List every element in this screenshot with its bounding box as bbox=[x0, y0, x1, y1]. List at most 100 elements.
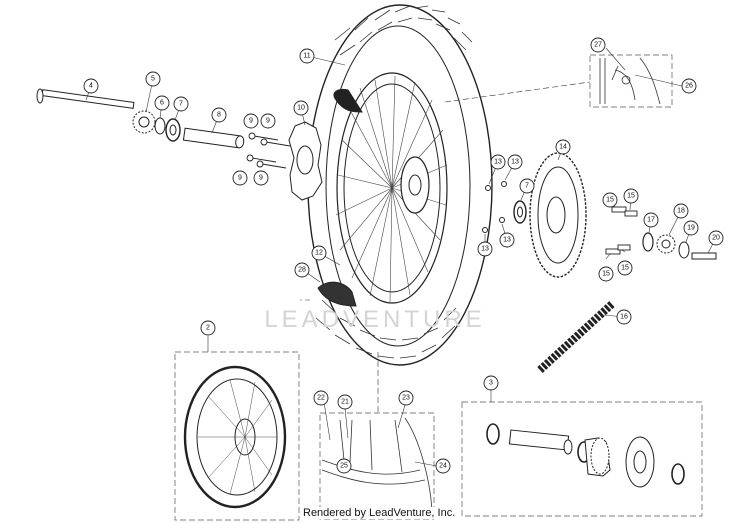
tire-tread-inner bbox=[325, 25, 471, 347]
callout-number: 17 bbox=[647, 217, 655, 224]
callout-24: 24 bbox=[435, 458, 451, 474]
callout-circle bbox=[683, 220, 699, 236]
callout-circle bbox=[477, 241, 493, 257]
callout-21: 21 bbox=[337, 394, 353, 410]
callout-circle bbox=[200, 320, 216, 336]
callout-number: 13 bbox=[503, 237, 511, 244]
callout-circle bbox=[336, 458, 352, 474]
callout-circle bbox=[83, 78, 99, 94]
callout-circle bbox=[623, 188, 639, 204]
callout-number: 15 bbox=[606, 197, 614, 204]
right-parts bbox=[482, 152, 717, 373]
callout-15: 15 bbox=[602, 192, 618, 208]
callout-number: 13 bbox=[511, 159, 519, 166]
callout-circle bbox=[681, 78, 697, 94]
callout-circle bbox=[590, 37, 606, 53]
callout-circle bbox=[507, 154, 523, 170]
callout-circle bbox=[337, 394, 353, 410]
inset-valve-detail bbox=[589, 47, 683, 108]
callout-circle bbox=[145, 71, 161, 87]
callout-10: 10 bbox=[293, 100, 309, 116]
callout-number: 15 bbox=[621, 265, 629, 272]
callout-circle bbox=[253, 170, 269, 186]
callout-11: 11 bbox=[299, 48, 315, 64]
main-wheel-assembly bbox=[307, 4, 493, 366]
callout-number: 27 bbox=[594, 42, 602, 49]
callout-number: 7 bbox=[179, 101, 183, 108]
callout-circle bbox=[519, 178, 535, 194]
callout-number: 9 bbox=[259, 175, 263, 182]
callout-26: 26 bbox=[681, 78, 697, 94]
callout-circle bbox=[602, 192, 618, 208]
callout-7: 7 bbox=[173, 96, 189, 112]
callout-19: 19 bbox=[683, 220, 699, 236]
callout-circle bbox=[293, 100, 309, 116]
callout-circle bbox=[313, 390, 329, 406]
callout-27: 27 bbox=[590, 37, 606, 53]
inset-hub-detail bbox=[461, 390, 703, 517]
callout-number: 21 bbox=[341, 399, 349, 406]
inset-complete-wheel bbox=[174, 336, 300, 521]
callout-number: 19 bbox=[687, 225, 695, 232]
callout-number: 3 bbox=[489, 380, 493, 387]
callout-circle bbox=[598, 266, 614, 282]
tube-cutaway-top bbox=[333, 89, 363, 113]
hub bbox=[400, 156, 430, 214]
part-16-chain bbox=[537, 301, 615, 373]
part-15-bolts bbox=[605, 206, 638, 255]
rim-inner bbox=[343, 83, 441, 293]
callout-number: 23 bbox=[402, 395, 410, 402]
callout-circle bbox=[173, 96, 189, 112]
callout-number: 11 bbox=[303, 53, 310, 60]
callout-number: 24 bbox=[439, 463, 447, 470]
callout-number: 13 bbox=[481, 246, 489, 253]
axle-parts bbox=[36, 88, 323, 201]
callout-number: 6 bbox=[160, 100, 164, 107]
callout-7: 7 bbox=[519, 178, 535, 194]
callout-number: 5 bbox=[151, 76, 155, 83]
callout-number: 2 bbox=[206, 325, 210, 332]
callout-number: 16 bbox=[620, 314, 628, 321]
callout-18: 18 bbox=[673, 203, 689, 219]
callout-25: 25 bbox=[336, 458, 352, 474]
rim-outer bbox=[336, 72, 448, 304]
callout-number: 10 bbox=[297, 105, 305, 112]
callout-number: 15 bbox=[627, 193, 635, 200]
callout-circle bbox=[483, 375, 499, 391]
callout-circle bbox=[232, 170, 248, 186]
callout-15: 15 bbox=[598, 266, 614, 282]
callout-circle bbox=[616, 309, 632, 325]
tire-tread-pattern bbox=[315, 5, 473, 359]
callout-13: 13 bbox=[490, 154, 506, 170]
callout-circle bbox=[435, 458, 451, 474]
callout-22: 22 bbox=[313, 390, 329, 406]
callout-13: 13 bbox=[499, 232, 515, 248]
callout-6: 6 bbox=[154, 95, 170, 111]
callout-circle bbox=[398, 390, 414, 406]
callout-circle bbox=[294, 262, 310, 278]
callout-number: 28 bbox=[298, 267, 306, 274]
callout-circle bbox=[311, 245, 327, 261]
callout-3: 3 bbox=[483, 375, 499, 391]
callout-2: 2 bbox=[200, 320, 216, 336]
callout-15: 15 bbox=[623, 188, 639, 204]
callout-number: 13 bbox=[494, 159, 502, 166]
callout-number: 9 bbox=[238, 175, 242, 182]
callout-number: 12 bbox=[315, 250, 323, 257]
callout-circle bbox=[499, 232, 515, 248]
callout-number: 8 bbox=[217, 112, 221, 119]
callout-9: 9 bbox=[260, 113, 276, 129]
callout-circle bbox=[154, 95, 170, 111]
callout-circle bbox=[643, 212, 659, 228]
callout-number: 14 bbox=[559, 144, 567, 151]
callout-circle bbox=[673, 203, 689, 219]
callout-circle bbox=[260, 113, 276, 129]
callout-13: 13 bbox=[507, 154, 523, 170]
callout-circle bbox=[211, 107, 227, 123]
callout-17: 17 bbox=[643, 212, 659, 228]
callout-12: 12 bbox=[311, 245, 327, 261]
part-9-bolts bbox=[246, 132, 291, 169]
callout-number: 9 bbox=[266, 118, 270, 125]
